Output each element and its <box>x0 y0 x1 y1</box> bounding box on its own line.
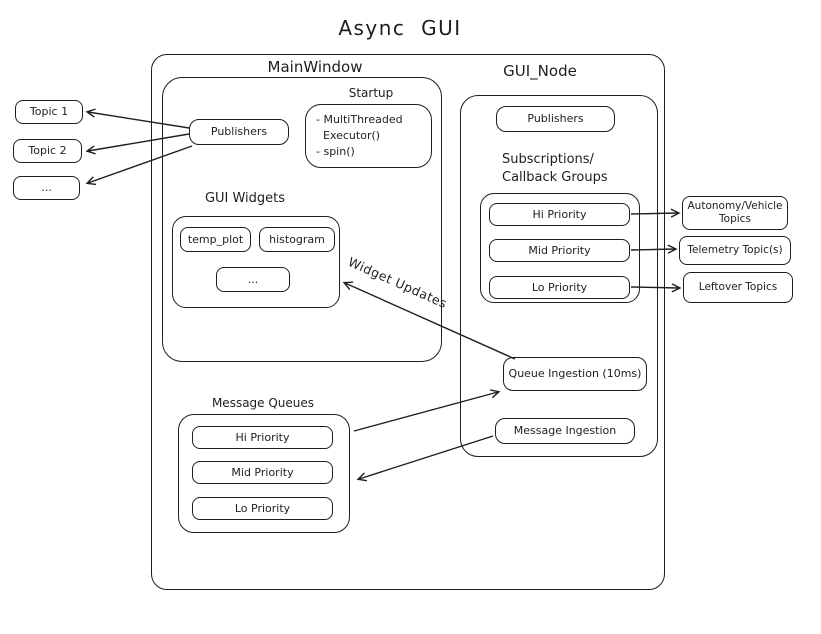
message-queues-box <box>178 414 350 533</box>
telemetry-topics-box: Telemetry Topic(s) <box>679 236 791 265</box>
mainwindow-publishers-box: Publishers <box>189 119 289 145</box>
app-outer-box <box>151 54 665 590</box>
subscriptions-label-line1: Subscriptions/ <box>502 152 594 167</box>
gui-node-box <box>460 95 658 457</box>
message-queues-label: Message Queues <box>211 396 315 410</box>
widget-more-box: ... <box>216 267 290 292</box>
mainwindow-label: MainWindow <box>267 58 363 76</box>
autonomy-vehicle-topics-box: Autonomy/Vehicle Topics <box>682 196 788 230</box>
topic-more-box: ... <box>13 176 80 200</box>
callback-lo-priority-box: Lo Priority <box>489 276 630 299</box>
startup-line-executor: Executor() <box>316 129 381 142</box>
queue-lo-priority-box: Lo Priority <box>192 497 333 520</box>
startup-content: - MultiThreaded Executor() - spin() <box>316 112 403 160</box>
gui-node-publishers-box: Publishers <box>496 106 615 132</box>
gui-widgets-label: GUI Widgets <box>204 191 286 206</box>
topic1-box: Topic 1 <box>15 100 83 124</box>
queue-mid-priority-box: Mid Priority <box>192 461 333 484</box>
leftover-topics-box: Leftover Topics <box>683 272 793 303</box>
widget-histogram-box: histogram <box>259 227 335 252</box>
startup-line-multithreaded: - MultiThreaded <box>316 113 403 126</box>
subscriptions-label-line2: Callback Groups <box>502 170 608 185</box>
message-ingestion-box: Message Ingestion <box>495 418 635 444</box>
callback-groups-box <box>480 193 640 303</box>
callback-hi-priority-box: Hi Priority <box>489 203 630 226</box>
mainwindow-box <box>162 77 442 362</box>
diagram-title: Async GUI <box>338 16 462 40</box>
subscriptions-label: Subscriptions/ Callback Groups <box>502 151 608 187</box>
startup-label: Startup <box>348 86 394 100</box>
queue-ingestion-box: Queue Ingestion (10ms) <box>503 357 647 391</box>
startup-line-spin: - spin() <box>316 145 355 158</box>
topic2-box: Topic 2 <box>13 139 82 163</box>
widget-temp-plot-box: temp_plot <box>180 227 251 252</box>
queue-hi-priority-box: Hi Priority <box>192 426 333 449</box>
gui-node-label: GUI_Node <box>503 62 577 80</box>
gui-widgets-box <box>172 216 340 308</box>
startup-box: - MultiThreaded Executor() - spin() <box>305 104 432 168</box>
callback-mid-priority-box: Mid Priority <box>489 239 630 262</box>
